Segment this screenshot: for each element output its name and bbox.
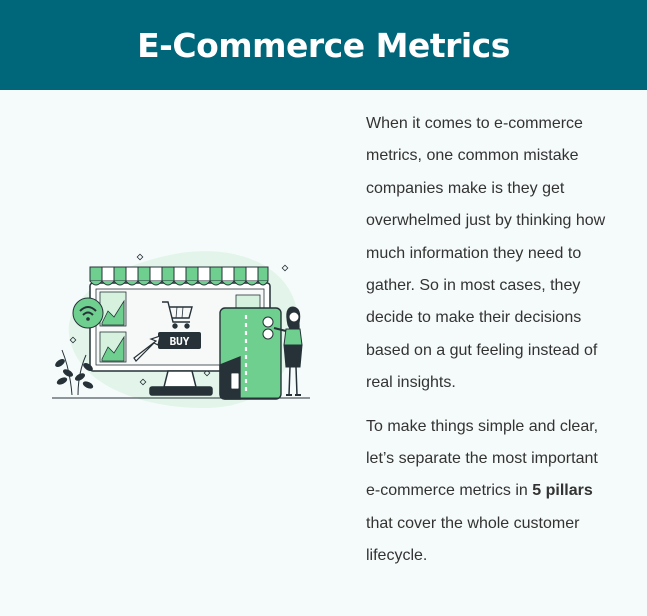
person — [273, 306, 303, 396]
pillars-highlight: 5 pillars — [532, 482, 593, 500]
shop-awning-icon — [89, 266, 269, 286]
paragraph-pillars: To make things simple and clear, let’s s… — [366, 411, 616, 573]
sparkle-icon — [69, 253, 289, 386]
cursor-arrow-icon — [133, 335, 161, 362]
wifi-icon — [72, 297, 104, 329]
paragraph-pillars-end: that cover the whole customer lifecycle. — [366, 514, 580, 565]
ecommerce-illustration: BUY — [50, 245, 312, 410]
article-body: When it comes to e-commerce metrics, one… — [366, 108, 616, 584]
page-title: E-Commerce Metrics — [137, 25, 510, 65]
cart-icon — [162, 301, 193, 329]
page-header: E-Commerce Metrics — [0, 0, 647, 90]
buy-button: BUY — [158, 332, 201, 349]
paragraph-pillars-start: To make things simple and clear, let’s s… — [366, 417, 599, 500]
credit-card — [219, 307, 282, 400]
plant-icon — [55, 349, 94, 396]
paragraph-intro: When it comes to e-commerce metrics, one… — [366, 115, 606, 392]
buy-label: BUY — [170, 335, 190, 348]
